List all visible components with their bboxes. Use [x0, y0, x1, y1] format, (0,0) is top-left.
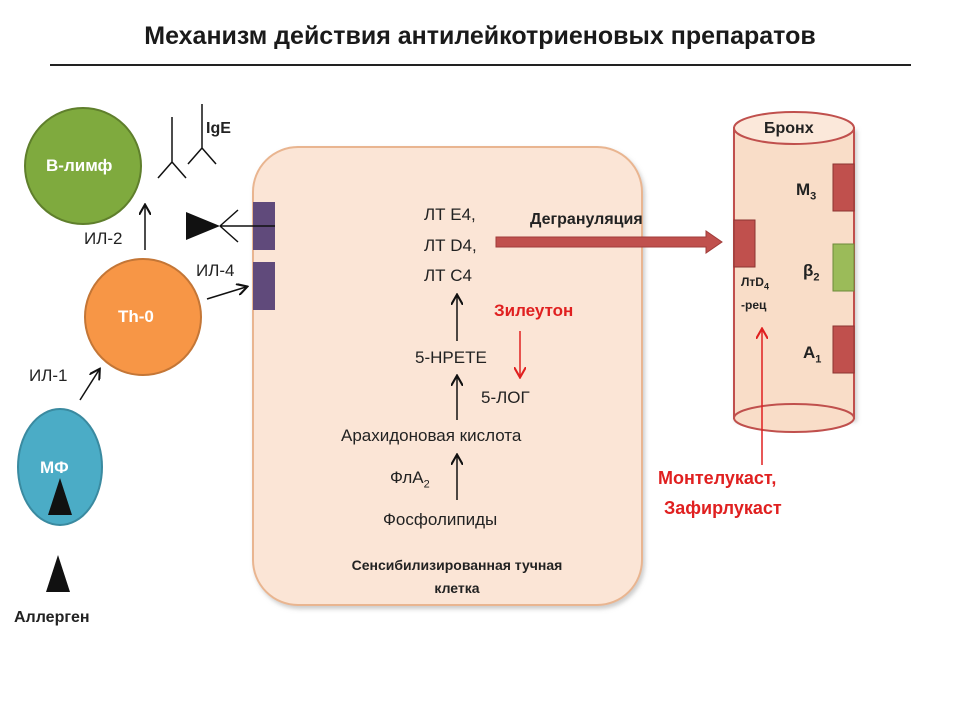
lt-d4-label: ЛТ D4, [424, 236, 477, 255]
ige-on-receptor [219, 209, 275, 243]
degranulation-arrow [495, 230, 723, 254]
degranulation-label: Дегрануляция [530, 211, 643, 228]
b-lymph-cell [24, 107, 142, 225]
hpete-label: 5-HPETE [415, 348, 487, 367]
zafirlukast-label: Зафирлукаст [664, 498, 782, 518]
zileuton-label: Зилеутон [494, 301, 574, 320]
bronchus-label: Бронх [764, 120, 814, 137]
b2-receptor [832, 243, 855, 292]
mf-cell [17, 408, 103, 526]
ltd4-receptor [733, 219, 756, 268]
title-divider [50, 64, 911, 66]
allergen-label: Аллерген [14, 609, 90, 626]
ige-label: IgE [206, 120, 231, 137]
m3-receptor [832, 163, 855, 212]
ige-antibody-2 [187, 104, 217, 165]
mast-cell-label-line2: клетка [434, 580, 480, 596]
bronchus-top-rim [733, 111, 855, 145]
a1-label: A1 [803, 343, 822, 366]
b-lymph-label: B-лимф [46, 156, 113, 175]
mast-cell-body [252, 146, 643, 606]
il4-arrow [206, 287, 246, 300]
th0-cell [84, 258, 202, 376]
il4-label: ИЛ-4 [196, 261, 235, 280]
arachidonic-acid-label: Арахидоновая кислота [341, 426, 522, 445]
antigen-in-mf [48, 478, 72, 515]
allergen-triangle [46, 555, 70, 592]
m3-label: M3 [796, 180, 817, 203]
ltd4-receptor-label: ЛтD4 [741, 275, 769, 292]
page-title: Механизм действия антилейкотриеновых пре… [144, 22, 816, 50]
phospholipids-label: Фосфолипиды [383, 510, 498, 529]
log5-label: 5-ЛОГ [481, 388, 530, 407]
mast-cell-label-line1: Сенсибилизированная тучная [351, 557, 563, 573]
b2-label: β2 [803, 261, 820, 284]
antigen-triangle-receptor [186, 212, 220, 240]
th0-label: Th-0 [118, 307, 154, 326]
montelukast-label: Монтелукаст, [658, 468, 777, 488]
bronchus-bottom-rim [733, 403, 855, 433]
il1-label: ИЛ-1 [29, 366, 68, 385]
il1-arrow [79, 370, 99, 401]
lt-c4-label: ЛТ С4 [424, 266, 472, 285]
ige-antibody-1 [157, 117, 187, 179]
mf-label: МФ [40, 458, 69, 477]
ltd4-receptor-suffix: -рец [741, 298, 767, 312]
mast-cell-receptor-bottom [253, 262, 275, 310]
a1-receptor [832, 325, 855, 374]
fla2-label: ФлА2 [390, 468, 430, 491]
il2-label: ИЛ-2 [84, 229, 123, 248]
lt-e4-label: ЛТ Е4, [424, 205, 476, 224]
